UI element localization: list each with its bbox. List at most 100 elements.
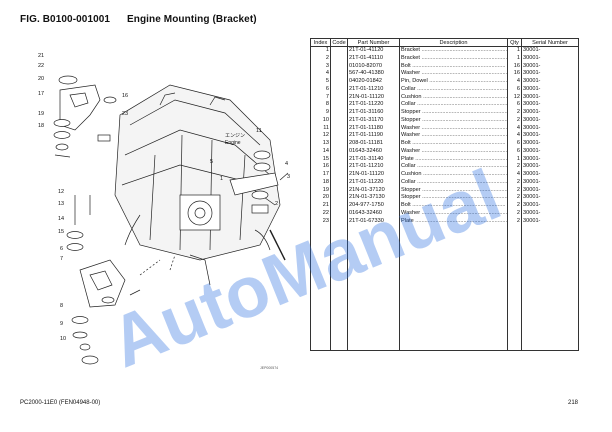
qty-cell: 16 bbox=[507, 70, 522, 78]
qty-cell: 6 bbox=[507, 85, 522, 94]
part-number-cell: 21T-01-11180 bbox=[347, 124, 400, 133]
description-text: Cushion bbox=[401, 93, 422, 100]
description-cell: Stopper ................................… bbox=[399, 186, 508, 195]
callout-8: 8 bbox=[60, 303, 63, 309]
part-number-cell: 01010-82070 bbox=[347, 62, 400, 71]
description-cell: Bolt ...................................… bbox=[399, 140, 508, 148]
empty-cell bbox=[330, 225, 348, 352]
header-qty: Qty bbox=[507, 38, 522, 47]
page-title: FIG. B0100-001001 Engine Mounting (Brack… bbox=[20, 14, 257, 25]
qty-cell: 2 bbox=[507, 202, 522, 210]
qty-cell: 2 bbox=[507, 178, 522, 187]
leader-dots: ........................................… bbox=[429, 78, 508, 84]
serial-number-cell: 30001- bbox=[521, 140, 579, 148]
leader-dots: ........................................… bbox=[420, 124, 508, 131]
header-description: Description bbox=[399, 38, 508, 47]
description-cell: Collar .................................… bbox=[399, 101, 508, 109]
description-cell: Plate ..................................… bbox=[399, 217, 508, 226]
qty-cell: 12 bbox=[507, 93, 522, 102]
leader-dots: ........................................… bbox=[420, 70, 508, 77]
code-cell bbox=[330, 109, 348, 117]
description-cell: Collar .................................… bbox=[399, 163, 508, 171]
leader-dots: ........................................… bbox=[420, 186, 508, 193]
callout-18: 18 bbox=[38, 123, 44, 129]
serial-number-cell: 30001- bbox=[521, 186, 579, 195]
leader-dots: ........................................… bbox=[420, 132, 508, 139]
serial-number-cell: 30001- bbox=[521, 78, 579, 86]
leader-dots: ........................................… bbox=[415, 101, 508, 108]
description-cell: Washer .................................… bbox=[399, 209, 508, 218]
callout-1: 1 bbox=[220, 176, 223, 182]
serial-number-cell: 30001- bbox=[521, 116, 579, 125]
description-text: Stopper bbox=[401, 109, 421, 115]
header-index: Index bbox=[310, 38, 331, 47]
code-cell bbox=[330, 62, 348, 71]
diagram-drawing: 21 22 20 17 19 18 16 23 11 12 13 14 15 4… bbox=[38, 53, 290, 365]
callout-20: 20 bbox=[38, 76, 44, 82]
description-text: Plate bbox=[401, 217, 414, 224]
description-text: Washer bbox=[401, 147, 421, 154]
part-number-cell: 21T-01-67330 bbox=[347, 217, 400, 226]
serial-number-cell: 30001- bbox=[521, 155, 579, 164]
part-number-cell: 21T-01-41120 bbox=[347, 46, 400, 55]
engine-label-en: Engine bbox=[225, 140, 241, 146]
drawing-number: JEP000574 bbox=[260, 366, 279, 370]
part-number-cell: 01643-32460 bbox=[347, 147, 400, 156]
qty-cell: 2 bbox=[507, 116, 522, 125]
leader-dots: ........................................… bbox=[410, 140, 506, 146]
code-cell bbox=[330, 147, 348, 156]
code-cell bbox=[330, 101, 348, 109]
callout-5: 5 bbox=[210, 159, 213, 165]
description-cell: Bracket ................................… bbox=[399, 54, 508, 63]
index-cell: 14 bbox=[310, 147, 331, 156]
part-number-cell: 21T-01-11220 bbox=[347, 101, 400, 109]
index-cell: 13 bbox=[310, 140, 331, 148]
description-cell: Bracket ................................… bbox=[399, 46, 508, 55]
description-cell: Collar .................................… bbox=[399, 178, 508, 187]
qty-cell: 4 bbox=[507, 132, 522, 140]
qty-cell: 2 bbox=[507, 163, 522, 171]
code-cell bbox=[330, 93, 348, 102]
description-cell: Cushion ................................… bbox=[399, 93, 508, 102]
index-cell: 16 bbox=[310, 163, 331, 171]
qty-cell: 6 bbox=[507, 101, 522, 109]
leader-dots: ........................................… bbox=[413, 217, 508, 224]
index-cell: 23 bbox=[310, 217, 331, 226]
part-number-cell: 204-977-1750 bbox=[347, 202, 400, 210]
leader-dots: ........................................… bbox=[419, 47, 508, 53]
description-text: Washer bbox=[401, 124, 421, 131]
serial-number-cell: 30001- bbox=[521, 93, 579, 102]
description-text: Collar bbox=[401, 101, 416, 108]
callout-11: 11 bbox=[256, 128, 262, 134]
parts-table: Index Code Part Number Description Qty S… bbox=[310, 38, 579, 352]
part-number-cell: 21N-01-11120 bbox=[347, 171, 400, 179]
part-number-cell: 04020-01842 bbox=[347, 78, 400, 86]
description-cell: Cushion ................................… bbox=[399, 171, 508, 179]
index-cell: 1 bbox=[310, 46, 331, 55]
code-cell bbox=[330, 186, 348, 195]
leader-dots: ........................................… bbox=[420, 116, 508, 123]
serial-number-cell: 30001- bbox=[521, 109, 579, 117]
callout-22: 22 bbox=[38, 63, 44, 69]
part-number-cell: 21T-01-11210 bbox=[347, 85, 400, 94]
callout-12: 12 bbox=[58, 189, 64, 195]
callout-10: 10 bbox=[60, 336, 66, 342]
part-number-cell: 21T-01-41110 bbox=[347, 54, 400, 63]
code-cell bbox=[330, 85, 348, 94]
callout-21: 21 bbox=[38, 53, 44, 59]
code-cell bbox=[330, 194, 348, 202]
empty-cell bbox=[507, 225, 522, 352]
index-cell: 15 bbox=[310, 155, 331, 164]
empty-cell bbox=[347, 225, 400, 352]
serial-number-cell: 30001- bbox=[521, 147, 579, 156]
part-number-cell: 21T-01-31140 bbox=[347, 155, 400, 164]
parts-table-header: Index Code Part Number Description Qty S… bbox=[310, 38, 579, 47]
serial-number-cell: 30001- bbox=[521, 62, 579, 71]
description-cell: Washer .................................… bbox=[399, 124, 508, 133]
